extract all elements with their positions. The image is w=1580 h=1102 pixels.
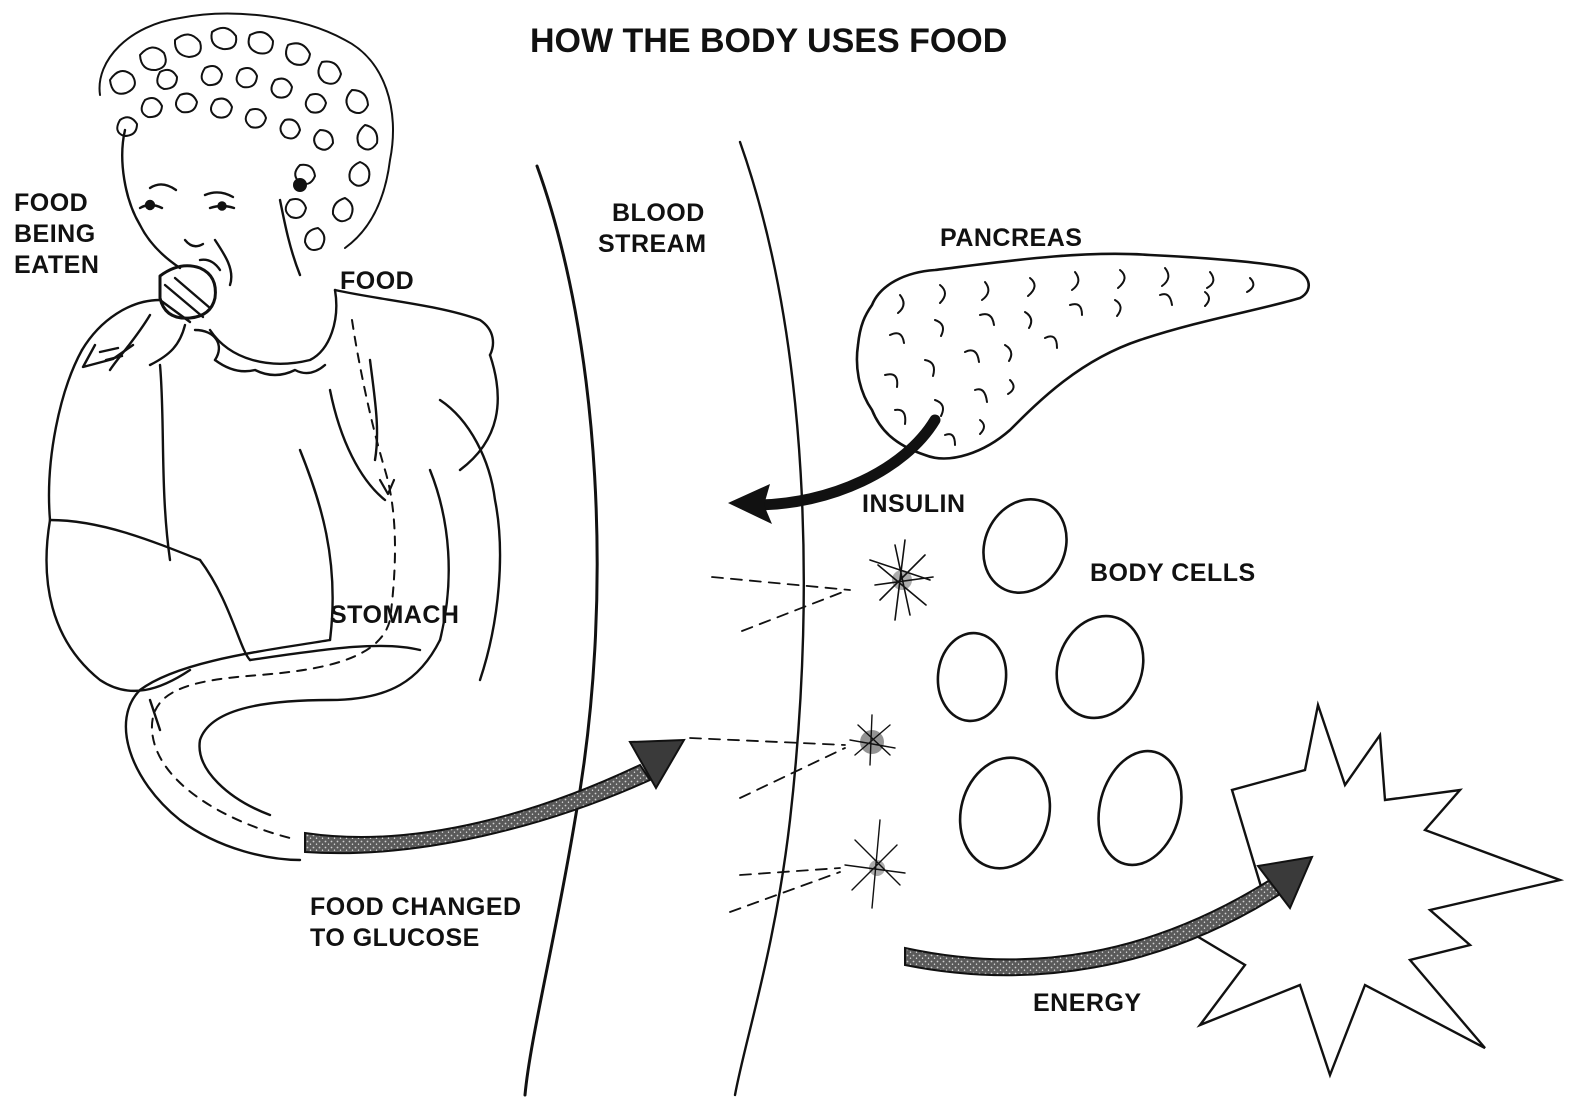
label-insulin: INSULIN [862,489,966,520]
food-path-arrowhead [380,480,394,494]
label-blood-stream-line-2: STREAM [598,229,707,260]
body-cell-1 [968,486,1081,607]
label-pancreas: PANCREAS [940,223,1082,254]
body-cell-4 [948,748,1062,879]
bloodstream-walls [525,142,804,1095]
label-energy: ENERGY [1033,988,1142,1019]
label-food-being-eaten-line-2: BEING [14,219,99,250]
person-illustration [47,14,500,860]
bloodstream-right-wall [735,142,804,1095]
food-path-dashed [152,320,395,838]
label-stomach: STOMACH [330,600,459,631]
glucose-arrow [305,740,684,853]
label-food-being-eaten-line-1: FOOD [14,188,99,219]
label-blood-stream: BLOOD STREAM [598,198,707,260]
bloodstream-left-wall [525,166,597,1095]
body-cells [934,486,1193,879]
glucose-particle-3 [845,820,905,908]
label-blood-stream-line-1: BLOOD [598,198,707,229]
body-cell-3 [1043,604,1158,730]
body-cell-2 [934,630,1009,724]
label-food-being-eaten: FOOD BEING EATEN [14,188,99,281]
energy-burst [1195,705,1560,1075]
glucose-particle-2 [850,715,895,765]
glucose-particles [690,540,933,912]
label-food-changed-line-2: TO GLUCOSE [310,923,522,954]
glucose-dashed-paths [690,577,850,912]
label-food-being-eaten-line-3: EATEN [14,250,99,281]
label-body-cells: BODY CELLS [1090,558,1256,589]
glucose-particle-1 [870,540,933,620]
label-food-changed-to-glucose: FOOD CHANGED TO GLUCOSE [310,892,522,954]
face [122,130,300,285]
label-food-changed-line-1: FOOD CHANGED [310,892,522,923]
hand-with-food [82,266,219,370]
hair [100,14,393,250]
label-food: FOOD [340,266,414,297]
diagram-title: HOW THE BODY USES FOOD [530,26,1007,57]
body-cell-5 [1086,742,1193,875]
